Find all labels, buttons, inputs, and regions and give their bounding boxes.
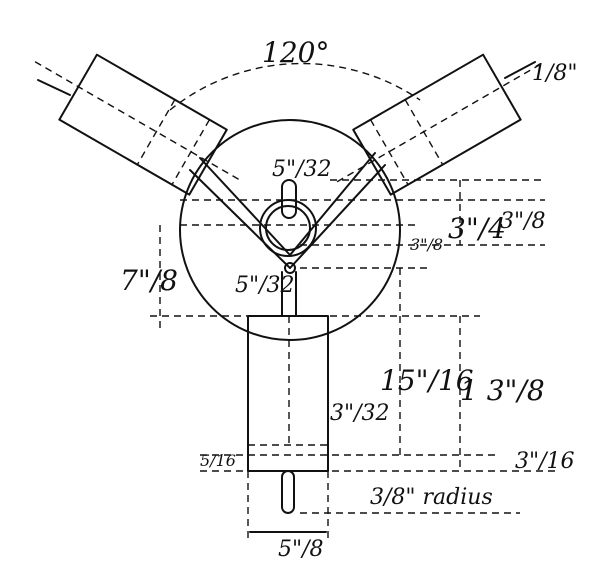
wheel-hub: [281, 179, 297, 219]
pivot: [284, 262, 296, 274]
angle-arc: [169, 62, 421, 111]
right-cylinder: [336, 53, 546, 196]
label-center-to-bottom: 15"/16: [380, 364, 474, 397]
label-cylinder-length: 1 3"/8: [460, 374, 545, 407]
right-cylinder-shaft: [504, 61, 536, 79]
label-angle: 120°: [262, 36, 329, 69]
small-wheel-inner: [265, 205, 311, 251]
left-rod-2: [199, 157, 291, 256]
bottom-shaft: [281, 470, 295, 514]
label-side-step: 3"/16: [515, 449, 575, 474]
crank-disc: [179, 119, 401, 341]
left-cylinder-shaft: [37, 79, 71, 96]
right-rod-2: [289, 152, 376, 256]
label-upper-rise: 3"/8: [410, 235, 443, 254]
label-shaft-dia: 1/8": [532, 61, 578, 86]
label-offset-upper: 3"/8: [500, 209, 546, 234]
label-vertical-3-4: 3"/4: [448, 212, 506, 245]
label-crank-drop: 7"/8: [120, 264, 178, 297]
label-width: 5"/8: [278, 537, 324, 562]
label-pin-dia: 5"/32: [272, 157, 332, 182]
small-wheel: [259, 199, 317, 257]
label-bore-offset: 3"/32: [330, 401, 390, 426]
label-end-cap: 5/16: [200, 451, 236, 470]
left-cylinder: [34, 53, 244, 196]
label-radius-note: 3/8" radius: [370, 485, 493, 510]
label-link-gap: 5"/32: [235, 273, 295, 298]
